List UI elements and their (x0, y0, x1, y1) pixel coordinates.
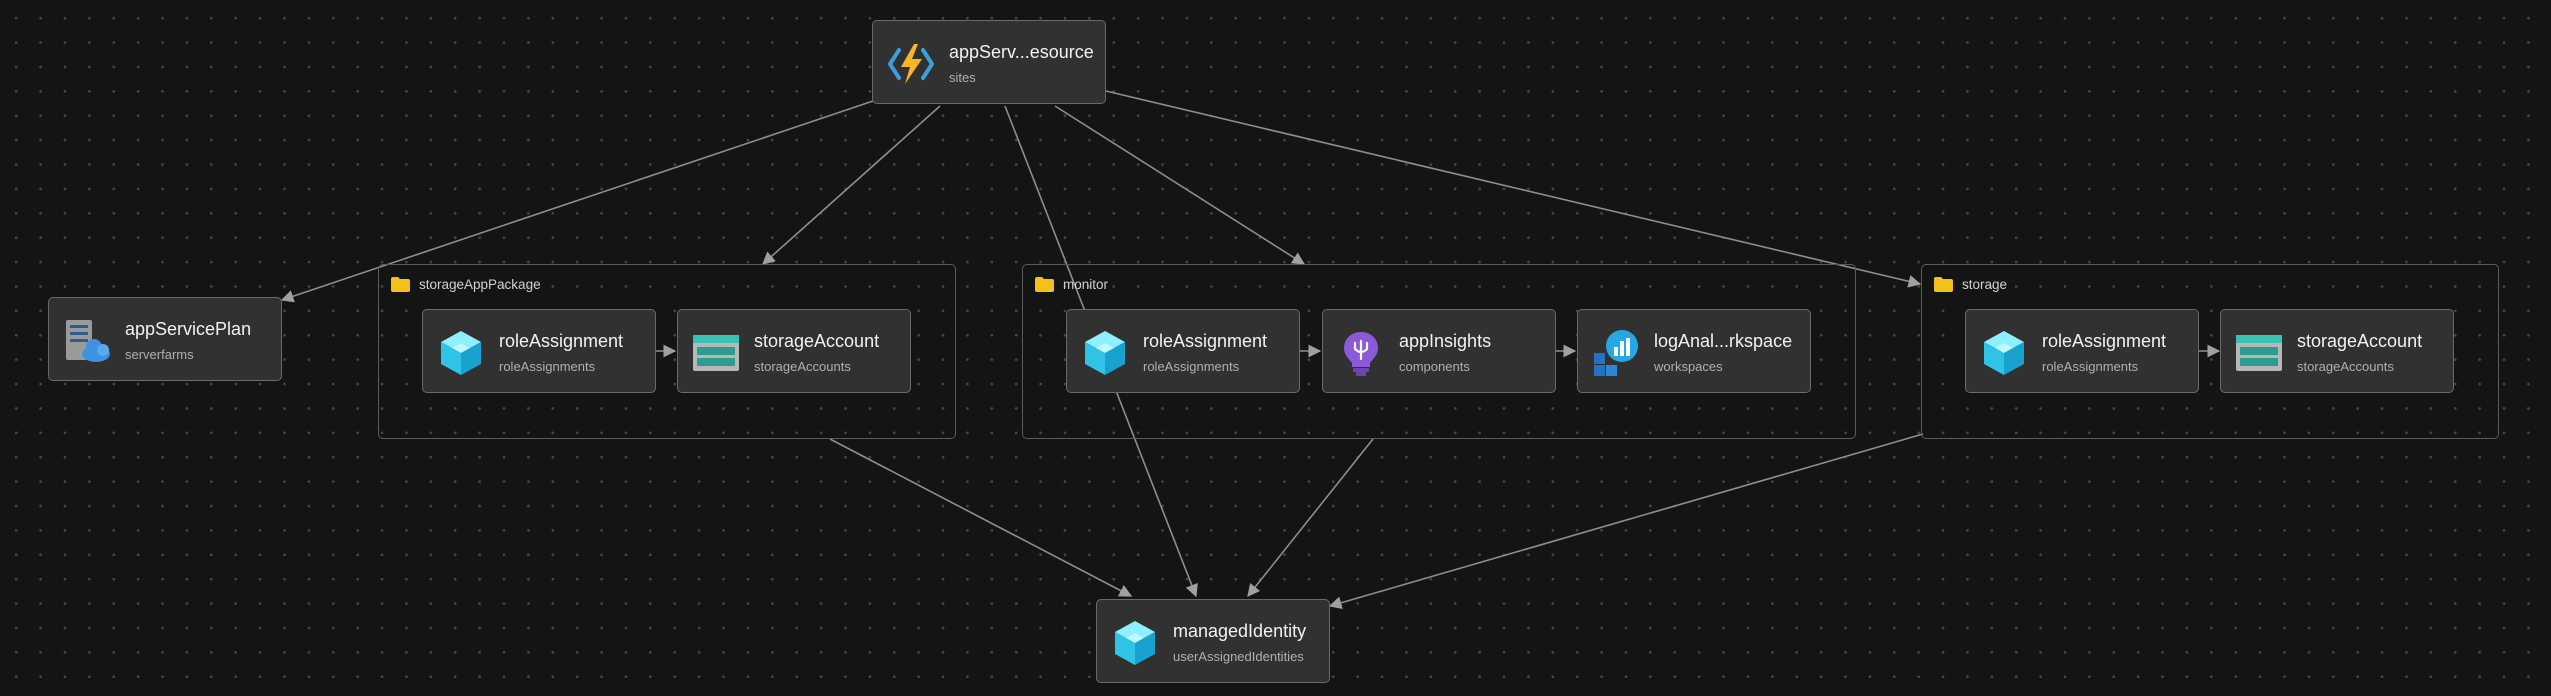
storage-account-icon (2235, 329, 2283, 377)
node-type: userAssignedIdentities (1173, 649, 1304, 664)
group-storage-app-package[interactable]: storageAppPackage (378, 264, 956, 439)
group-storage[interactable]: storage (1921, 264, 2499, 439)
group-label: storageAppPackage (419, 276, 541, 292)
edge-app-to-monitor (1054, 105, 1306, 265)
node-type: sites (949, 70, 976, 85)
node-type: components (1399, 359, 1470, 374)
folder-icon (391, 276, 410, 292)
group-label: monitor (1063, 276, 1109, 292)
node-type: workspaces (1654, 359, 1723, 374)
edge-storage-to-identity (1328, 433, 1924, 609)
node-monitor-role-assignment[interactable]: roleAssignment roleAssignments (1066, 309, 1300, 393)
edge-app-to-storageapppackage (762, 105, 941, 265)
node-title: appInsights (1399, 331, 1492, 351)
node-title: appServ...esource (949, 42, 1094, 62)
node-sap-role-assignment[interactable]: roleAssignment roleAssignments (422, 309, 656, 393)
node-managed-identity[interactable]: managedIdentity userAssignedIdentities (1096, 599, 1330, 683)
node-title: managedIdentity (1173, 621, 1307, 641)
cube-icon (437, 329, 485, 377)
node-app-service-plan[interactable]: appServicePlan serverfarms (48, 297, 282, 381)
node-title: appServicePlan (125, 319, 252, 339)
group-monitor[interactable]: monitor (1022, 264, 1856, 439)
node-app-service[interactable]: appServ...esource sites (872, 20, 1106, 104)
edge-storageapppackage-to-identity (829, 438, 1133, 597)
node-storage-account[interactable]: storageAccount storageAccounts (2220, 309, 2454, 393)
node-title: storageAccount (2297, 331, 2423, 351)
node-type: roleAssignments (2042, 359, 2139, 374)
cube-icon (1111, 619, 1159, 667)
function-app-icon (887, 40, 935, 88)
node-app-insights[interactable]: appInsights components (1322, 309, 1556, 393)
group-label: storage (1962, 276, 2008, 292)
folder-icon (1934, 276, 1953, 292)
node-title: roleAssignment (499, 331, 624, 351)
log-analytics-icon (1592, 329, 1640, 377)
edge-app-to-storage (1105, 90, 1922, 288)
lightbulb-icon (1337, 329, 1385, 377)
node-sap-storage-account[interactable]: storageAccount storageAccounts (677, 309, 911, 393)
folder-icon (1035, 276, 1054, 292)
node-title: logAnal...rkspace (1654, 331, 1793, 351)
node-type: roleAssignments (499, 359, 596, 374)
node-type: storageAccounts (2297, 359, 2394, 374)
edge-monitor-to-identity (1247, 438, 1374, 598)
node-log-analytics[interactable]: logAnal...rkspace workspaces (1577, 309, 1811, 393)
storage-account-icon (692, 329, 740, 377)
cube-icon (1980, 329, 2028, 377)
node-title: roleAssignment (1143, 331, 1268, 351)
node-title: storageAccount (754, 331, 880, 351)
cube-icon (1081, 329, 1129, 377)
app-service-plan-icon (63, 317, 111, 365)
node-type: storageAccounts (754, 359, 851, 374)
node-storage-role-assignment[interactable]: roleAssignment roleAssignments (1965, 309, 2199, 393)
node-type: roleAssignments (1143, 359, 1240, 374)
node-type: serverfarms (125, 347, 194, 362)
node-title: roleAssignment (2042, 331, 2167, 351)
